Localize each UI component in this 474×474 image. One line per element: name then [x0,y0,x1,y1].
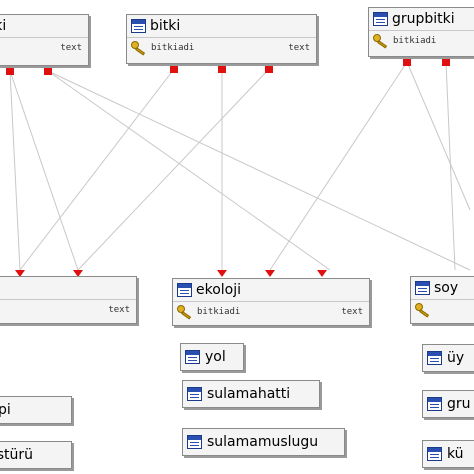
relationship-line [47,70,471,271]
target-arrow [73,270,83,277]
table-soy[interactable]: soy [410,276,474,324]
table-name: soy [434,280,459,296]
mini-table-sulamahatti[interactable]: sulamahatti [182,380,320,408]
table-bitki[interactable]: bitki bitkiadi text [126,14,317,64]
table-header: ekoloji [173,279,369,302]
table-icon [187,387,202,401]
mini-table-ku[interactable]: kü [422,440,474,468]
key-icon [373,34,389,48]
table-bitki-left[interactable]: bitki i text [0,14,89,66]
relationship-line [47,70,331,271]
table-unnamed-left[interactable]: text [0,276,137,324]
field-row[interactable] [411,300,474,320]
table-grupbitki[interactable]: grupbitki bitkiadi [368,7,474,57]
key-icon [177,305,193,319]
table-name: etipi [0,402,11,418]
relationship-line [406,61,471,211]
field-type: text [341,307,363,317]
field-row[interactable]: text [0,300,136,320]
source-connector [6,67,14,75]
table-name: ekstürü [0,447,34,463]
source-connector [44,67,52,75]
table-header: grupbitki [369,8,474,31]
table-ekoloji[interactable]: ekoloji bitkiadi text [172,278,370,326]
mini-table-gru[interactable]: gru [422,390,474,418]
relationship-line [445,61,456,271]
table-name: kü [447,446,464,462]
table-name: gru [447,396,471,412]
table-name: üy [447,350,465,366]
relationship-line [9,70,21,271]
field-name: bitkiadi [151,43,195,53]
table-name: bitki [0,18,7,34]
table-name: sulamamuslugu [207,434,319,450]
field-name: bitkiadi [393,36,437,46]
table-icon [373,12,388,26]
relationship-line [19,68,175,271]
key-icon [131,41,147,55]
table-name: ekoloji [196,282,242,298]
table-name: grupbitki [392,11,455,27]
source-connector [265,65,273,73]
target-arrow [15,270,25,277]
target-arrow [217,270,227,277]
field-row[interactable]: bitkiadi text [127,38,316,58]
relationship-line [77,68,270,271]
table-header [0,277,136,300]
source-connector [170,65,178,73]
target-arrow [317,270,327,277]
source-connector [218,65,226,73]
table-icon [427,351,442,365]
mini-table-uy[interactable]: üy [422,344,474,372]
table-header: bitki [127,15,316,38]
table-icon [131,19,146,33]
table-icon [185,350,200,364]
field-name: bitkiadi [197,307,241,317]
field-type: text [108,305,130,315]
table-icon [187,435,202,449]
key-icon [415,303,431,317]
field-row[interactable]: bitkiadi [369,31,474,51]
table-icon [177,283,192,297]
table-name: sulamahatti [207,386,291,402]
source-connector [442,58,450,66]
field-type: text [288,43,310,53]
field-row[interactable]: i text [0,38,88,58]
table-icon [427,397,442,411]
relationship-line [9,70,79,271]
field-row[interactable]: bitkiadi text [173,302,369,322]
table-header: bitki [0,15,88,38]
relationship-line [269,61,408,271]
source-connector [403,58,411,66]
mini-table-yol[interactable]: yol [180,343,244,371]
mini-table-etipi[interactable]: etipi [0,396,72,424]
mini-table-eksturu[interactable]: ekstürü [0,441,72,469]
table-header: soy [411,277,474,300]
table-name: yol [205,349,226,365]
mini-table-sulamamuslugu[interactable]: sulamamuslugu [182,428,345,456]
target-arrow [265,270,275,277]
field-type: text [60,43,82,53]
table-name: bitki [150,18,181,34]
table-icon [427,447,442,461]
table-icon [415,281,430,295]
